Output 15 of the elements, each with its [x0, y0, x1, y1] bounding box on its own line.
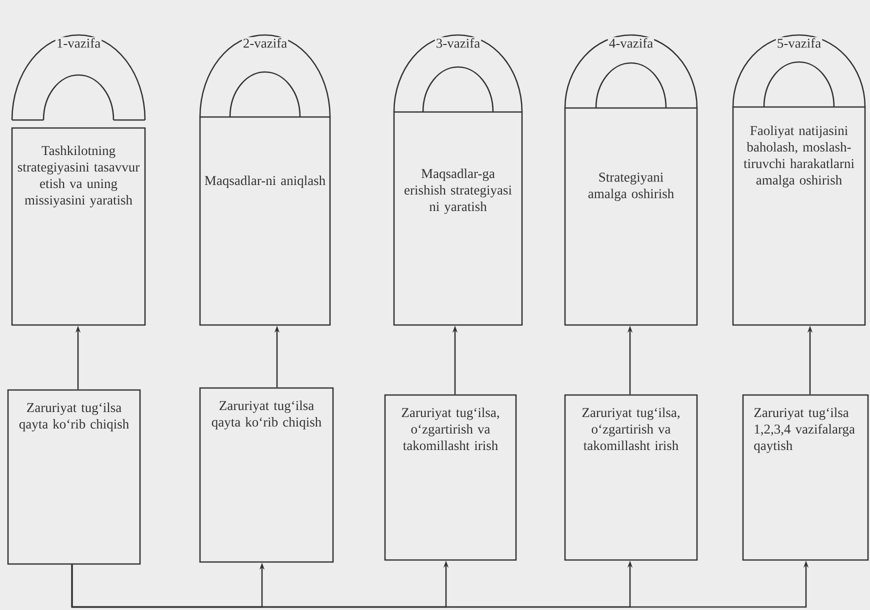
- process-box: Zaruriyat tug‘ilsa, o‘zgartirish va takomillasht irish: [564, 394, 698, 561]
- process-box: Zaruriyat tug‘ilsa qayta ko‘rib chiqish: [7, 389, 141, 565]
- node-label: 5-vazifa: [778, 38, 821, 48]
- arch-box: 4-vazifa Strategiyani amalga oshirish: [564, 34, 698, 326]
- process-box: Zaruriyat tug‘ilsa 1,2,3,4 vazifalarga qaytish: [742, 394, 869, 561]
- arch-box: 1-vazifa Tashkilotning strategiyasini tasavvur etish va uning missiyasini yaratish: [11, 34, 146, 326]
- arch-box: 2-vazifa Maqsadlar-ni aniqlash: [199, 34, 331, 326]
- arch-box: 5-vazifa Faoliyat natijasini baholash, moslash-tiruvchi harakatlarni amalga oshirish: [732, 34, 866, 326]
- node-label: 3-vazifa: [436, 38, 480, 48]
- node-label: 1-vazifa: [58, 38, 100, 48]
- process-box: Zaruriyat tug‘ilsa, o‘zgartirish va takomillasht irish: [384, 394, 517, 561]
- node-label: 2-vazifa: [243, 38, 287, 48]
- arch-box: 3-vazifa Maqsadlar-ga erishish strategiyasi ni yaratish: [393, 34, 523, 326]
- process-box: Zaruriyat tug‘ilsa qayta ko‘rib chiqish: [199, 387, 334, 563]
- node-label: 4-vazifa: [609, 38, 653, 48]
